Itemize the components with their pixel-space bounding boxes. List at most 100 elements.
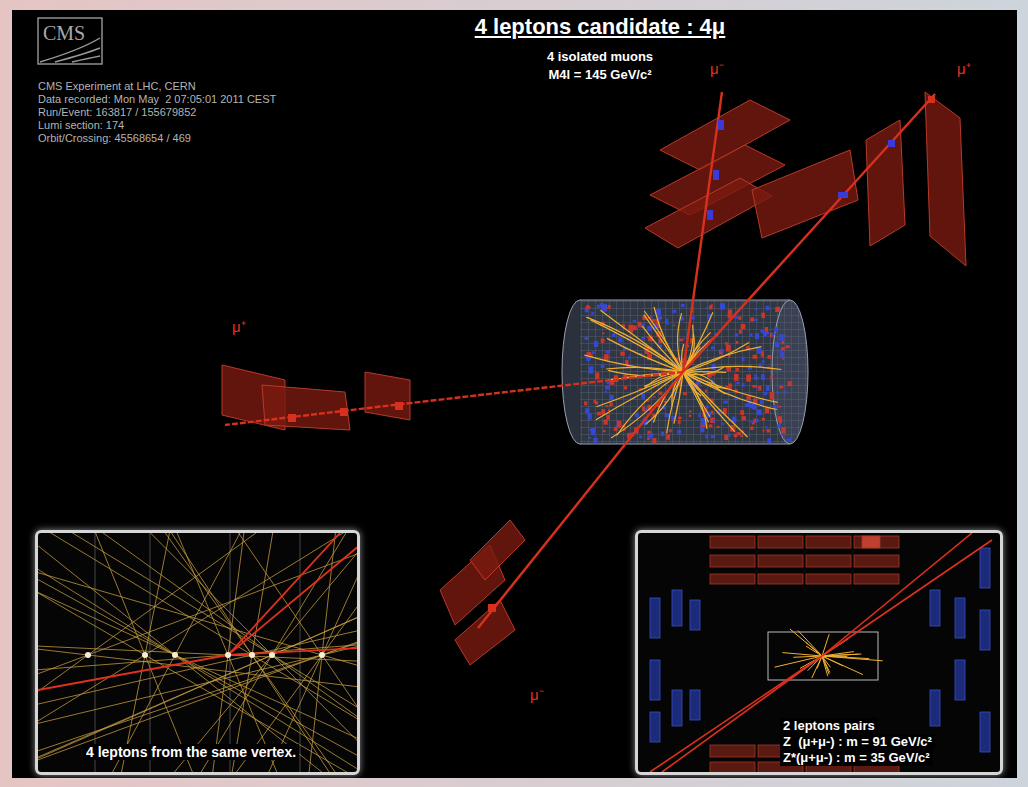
detector-hit	[761, 374, 765, 379]
detector-hit	[741, 416, 746, 420]
detector-hit	[672, 310, 676, 313]
detector-hit	[595, 372, 599, 379]
detector-hit	[775, 307, 780, 312]
detector-hit	[736, 382, 740, 385]
particle-track	[683, 372, 777, 410]
detector-hit	[681, 304, 685, 307]
detector-hit	[725, 342, 729, 345]
detector-hit	[595, 401, 598, 404]
title-text: 4 leptons candidate : 4μ	[475, 14, 726, 40]
detector-hit	[788, 381, 793, 386]
subtitle-text: 4 isolated muons	[547, 49, 653, 65]
detector-hit	[585, 337, 589, 340]
detector-hit	[728, 434, 730, 437]
detector-hit	[728, 383, 732, 389]
detector-hit	[709, 424, 713, 427]
detector-hit	[584, 401, 587, 405]
detector-hit	[762, 377, 764, 380]
detector-hit	[722, 423, 724, 426]
detector-hit	[618, 337, 622, 342]
detector-hit	[666, 434, 670, 440]
inset-text: 4 leptons from the same vertex.	[83, 744, 299, 760]
inset-text: Z (μ+μ-) : m = 91 GeV/c²	[780, 734, 935, 750]
detector-hits	[584, 303, 792, 443]
detector-hit	[678, 417, 682, 419]
detector-hit	[709, 305, 712, 309]
mass-text: M4l = 145 GeV/c²	[549, 67, 652, 83]
detector-hit	[653, 396, 655, 398]
detector-hit	[779, 386, 783, 389]
detector-hit	[678, 420, 681, 424]
detector-hit	[728, 313, 732, 318]
detector-hit	[653, 438, 657, 443]
particle-track	[584, 355, 683, 372]
detector-hit	[734, 374, 739, 381]
vertex-track	[38, 533, 357, 772]
detector-hit	[591, 312, 594, 315]
detector-hit	[753, 399, 757, 404]
detector-hit	[589, 366, 594, 374]
detector-hit	[778, 416, 782, 422]
vertex-track	[66, 533, 223, 772]
detector-hit	[751, 421, 754, 423]
detector-hit	[762, 418, 766, 421]
detector-hit	[782, 358, 784, 359]
detector-hit	[679, 339, 683, 342]
detector-hit	[760, 400, 764, 404]
event-info: Orbit/Crossing: 45568654 / 469	[38, 132, 191, 145]
detector-hit	[585, 408, 590, 413]
particle-track	[683, 342, 749, 372]
detector-hit	[604, 354, 609, 361]
detector-hit	[752, 385, 756, 388]
detector-hit	[661, 432, 664, 437]
display-panel	[12, 10, 1017, 778]
detector-hit	[624, 386, 627, 389]
detector-hit	[706, 307, 708, 310]
detector-hit	[746, 396, 750, 400]
detector-hit	[736, 368, 739, 371]
event-info: Data recorded: Mon May 2 07:05:01 2011 C…	[38, 93, 276, 106]
particle-track	[683, 372, 727, 389]
vertex-inset	[0, 257, 711, 787]
vertex-track	[38, 533, 295, 772]
pairs-inset-box: 2 leptons pairsZ (μ+μ-) : m = 91 GeV/c²Z…	[635, 530, 1003, 775]
particle-track	[683, 372, 748, 437]
detector-hit	[720, 349, 723, 353]
particle-track	[683, 372, 710, 417]
detector-hit	[638, 322, 641, 327]
detector-hit	[592, 351, 595, 354]
detector-hit	[723, 401, 728, 404]
detector-hit	[771, 333, 774, 337]
detector-hit	[614, 427, 618, 431]
detector-hit	[737, 432, 742, 435]
vertex-track	[38, 544, 357, 767]
vertex-track	[38, 533, 357, 772]
detector-hit	[770, 376, 772, 379]
detector-hit	[605, 386, 610, 390]
detector-hit	[726, 367, 731, 372]
particle-track	[822, 654, 858, 656]
detector-hit	[705, 435, 708, 439]
detector-hit	[606, 405, 609, 407]
detector-hit	[761, 313, 765, 319]
detector-hit	[711, 435, 716, 438]
detector-hit	[766, 429, 770, 433]
detector-hit	[753, 355, 758, 359]
detector-hit	[602, 333, 604, 335]
detector-hit	[740, 410, 744, 415]
detector-hit	[647, 326, 651, 331]
detector-hit	[711, 304, 713, 306]
detector-hit	[741, 324, 746, 329]
detector-hit	[757, 348, 762, 354]
muon-label: μ⁻	[710, 60, 724, 78]
detector-hit	[767, 438, 771, 443]
detector-hit	[683, 338, 685, 340]
particle-track	[782, 653, 822, 656]
detector-hit	[705, 390, 707, 393]
detector-hit	[770, 392, 775, 399]
detector-hit	[719, 350, 723, 355]
detector-hit	[775, 342, 780, 347]
detector-hit	[720, 303, 725, 310]
particle-track	[654, 307, 683, 372]
detector-hit	[754, 374, 757, 377]
